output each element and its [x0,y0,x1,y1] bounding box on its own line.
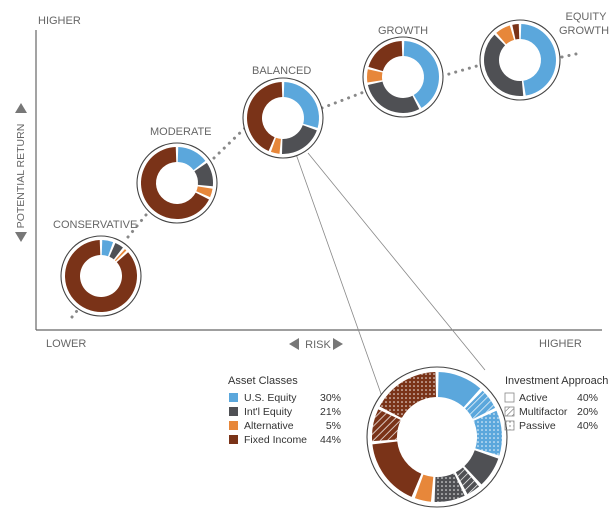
legend-label-alternative: Alternative [244,420,294,432]
slice-equity-growth-us-equity [520,24,556,96]
portfolio-label-balanced: BALANCED [252,65,311,77]
slice-conservative-alternative [114,249,127,262]
slice-growth-us-equity [403,41,439,108]
y-axis-high-label: HIGHER [38,15,81,27]
detail-slice-us-equity-solid [437,372,481,408]
approach-label-passive: Passive [519,420,556,432]
y-arrow-up-icon [15,103,27,113]
legend-swatch-fixed-income [229,435,238,444]
slice-equity-growth-alternative [496,25,515,45]
zoom-line-right [307,152,486,371]
detail-hatch-fixed-income [372,409,401,442]
slice-equity-growth-fixed-income [512,24,520,40]
slice-conservative-us-equity [101,240,114,257]
approach-legend: Investment Approach Active 40% Multifact… [504,375,608,432]
legend-label-intl-equity: Int'l Equity [244,406,293,418]
x-arrow-right-icon [333,338,343,350]
slice-moderate-alternative [196,186,213,198]
legend-swatch-alternative [229,421,238,430]
portfolio-donuts [60,19,561,317]
slice-balanced-alternative [270,137,281,154]
slice-moderate-us-equity [177,147,206,171]
approach-swatch-active [504,392,515,403]
donut-growth [362,36,444,118]
donut-equity-growth [479,19,561,101]
slice-growth-fixed-income [368,41,403,72]
portfolio-label-growth: GROWTH [378,25,428,37]
slice-moderate-fixed-income [141,147,210,220]
approach-value-passive: 40% [577,420,598,432]
slice-balanced-fixed-income [246,82,283,151]
slice-moderate-intl-equity [194,162,213,187]
portfolio-label-growth-2: GROWTH [559,25,609,37]
legend-value-fixed-income: 44% [320,434,341,446]
slice-balanced-us-equity [283,82,319,128]
detail-dots-us-equity [473,410,502,456]
slice-balanced-intl-equity [281,125,317,154]
donut-moderate [136,142,218,224]
approach-swatch-multifactor [504,406,515,417]
slice-growth-intl-equity [367,81,420,113]
legend-value-us-equity: 30% [320,392,341,404]
asset-class-legend: Asset Classes U.S. Equity 30% Int'l Equi… [228,375,341,446]
donut-balanced [242,77,324,159]
asset-legend-title: Asset Classes [228,375,298,387]
y-axis-title: POTENTIAL RETURN [15,124,27,229]
portfolio-label-conservative: CONSERVATIVE [53,219,137,231]
legend-label-fixed-income: Fixed Income [244,434,307,446]
x-arrow-left-icon [289,338,299,350]
legend-swatch-us-equity [229,393,238,402]
legend-swatch-intl-equity [229,407,238,416]
x-axis-high-label: HIGHER [539,338,582,350]
slice-conservative-fixed-income [65,240,138,313]
detail-dots-intl-equity [434,473,465,502]
y-arrow-down-icon [15,232,27,242]
zoom-line-left [295,153,386,406]
x-axis-title: RISK [305,339,331,351]
detail-dots-fixed-income [379,372,437,419]
donut-conservative [60,235,142,317]
legend-label-us-equity: U.S. Equity [244,392,297,404]
slice-conservative-intl-equity [109,243,123,260]
x-axis-low-label: LOWER [46,338,86,350]
approach-label-multifactor: Multifactor [519,406,568,418]
detail-donut [366,366,508,508]
legend-value-alternative: 5% [326,420,341,432]
approach-label-active: Active [519,392,548,404]
portfolio-label-equity: EQUITY [566,11,608,23]
slice-equity-growth-intl-equity [484,34,524,96]
approach-value-active: 40% [577,392,598,404]
legend-value-intl-equity: 21% [320,406,341,418]
detail-slice-alternative [414,474,434,502]
detail-slice-intl-equity-solid [464,450,499,485]
approach-value-multifactor: 20% [577,406,598,418]
detail-hatch-intl-equity [455,467,480,495]
approach-swatch-passive [504,420,515,431]
detail-slice-fixed-income-solid [372,441,422,497]
approach-legend-title: Investment Approach [505,375,608,387]
detail-hatch-us-equity [465,390,496,420]
slice-growth-alternative [367,69,383,83]
portfolio-label-moderate: MODERATE [150,126,212,138]
